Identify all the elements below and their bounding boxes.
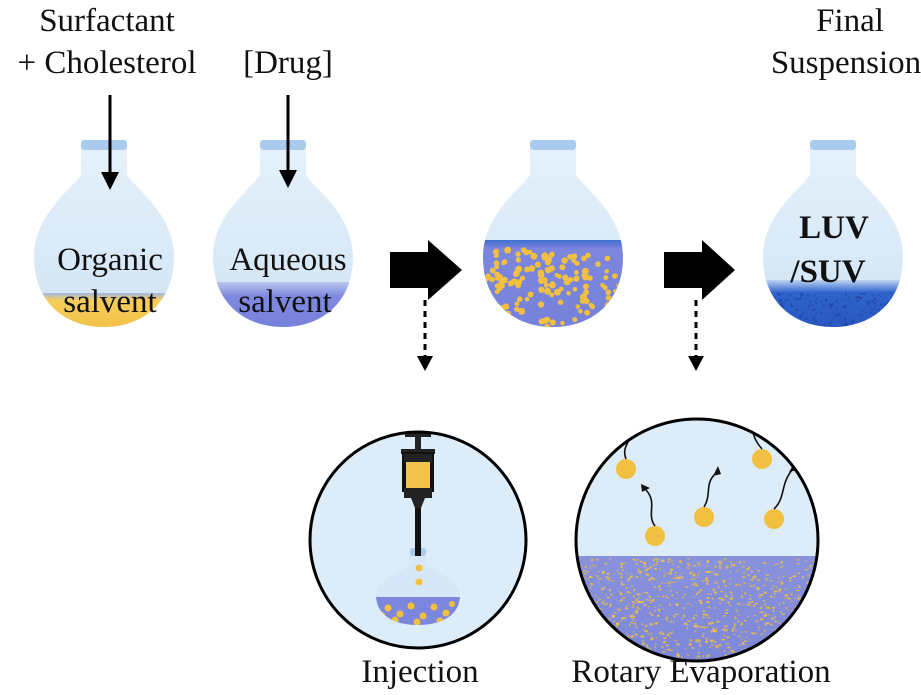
organic-label-line1: Organic bbox=[57, 242, 163, 278]
drug-label: [Drug] bbox=[243, 45, 333, 81]
down-arrow-icon bbox=[688, 356, 704, 371]
down-arrow-icon bbox=[417, 356, 433, 371]
organic-label-line2: salvent bbox=[63, 284, 156, 320]
injection-label: Injection bbox=[361, 654, 478, 690]
surfactant-label-line2: + Cholesterol bbox=[17, 45, 196, 81]
aqueous-label-line1: Aqueous bbox=[229, 242, 346, 278]
process-arrow-icon bbox=[390, 240, 462, 300]
luv-label-line2: /SUV bbox=[789, 254, 865, 290]
rotary-label: Rotary Evaporation bbox=[571, 654, 830, 690]
final-label-line2: Suspension bbox=[771, 45, 921, 81]
down-arrow-icon bbox=[279, 170, 297, 188]
aqueous-label-line2: salvent bbox=[238, 284, 331, 320]
process-arrow-icon bbox=[664, 240, 735, 300]
luv-label-line1: LUV bbox=[799, 210, 869, 246]
rotary-evaporation-detail-circle bbox=[574, 417, 820, 663]
down-arrow-icon bbox=[101, 172, 119, 190]
injection-detail-circle bbox=[308, 430, 528, 650]
surfactant-label-line1: Surfactant bbox=[39, 3, 175, 39]
final-label-line1: Final bbox=[816, 3, 884, 39]
